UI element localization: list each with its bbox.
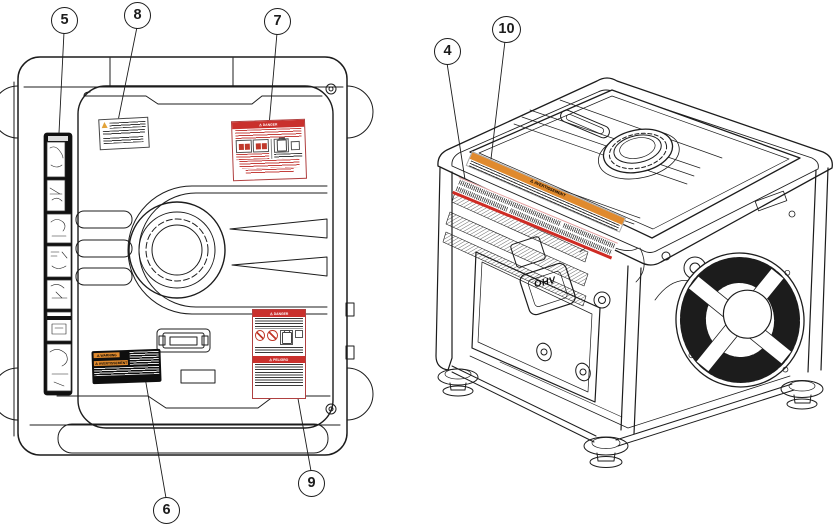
callout-7: 7 xyxy=(264,8,291,35)
panel-screw-bottom xyxy=(325,403,337,415)
callout-9: 9 xyxy=(298,470,325,497)
left-view-side-panel xyxy=(0,56,374,456)
alternator-fan-housing xyxy=(675,252,805,388)
fine-print xyxy=(255,347,303,355)
door-latch xyxy=(536,342,591,382)
callout-4: 4 xyxy=(434,38,461,65)
peligro-header-bar: ⚠ PELIGRO xyxy=(253,356,305,363)
fuel-can-icon xyxy=(279,330,294,345)
danger-header-text: ⚠ DANGER xyxy=(269,311,289,316)
fine-print xyxy=(102,128,146,137)
fuel-cap xyxy=(598,128,680,180)
danger-decal-lower: ⚠ DANGER ⚠ PELIGRO xyxy=(252,309,306,399)
avertissement-header-bar: ⚠ AVERTISSEMENT xyxy=(93,359,128,367)
warning-header-bar: ⚠ WARNING xyxy=(93,352,120,359)
right-view-isometric xyxy=(435,77,833,468)
warning-triangle-icon xyxy=(101,121,108,129)
spark-icon xyxy=(290,140,300,150)
panel-screw-top xyxy=(325,83,337,95)
frame-posts xyxy=(435,167,829,435)
danger-decal-upper: ⚠ DANGER xyxy=(230,118,308,182)
tank-handle-recess xyxy=(560,109,610,139)
notice-decal xyxy=(98,116,150,151)
rubber-foot-left xyxy=(437,368,479,397)
rubber-foot-right xyxy=(780,380,824,410)
spark-icon xyxy=(295,330,303,338)
fine-print xyxy=(255,364,303,386)
warning-header-text: ⚠ WARNING xyxy=(96,352,117,358)
frame-cage-top-ring xyxy=(437,77,833,266)
rubber-foot-front xyxy=(583,436,629,468)
side-access-door xyxy=(471,251,601,403)
fine-print xyxy=(255,318,303,329)
exhaust-hazard-icon xyxy=(235,139,253,154)
panel-latch-handle xyxy=(156,328,211,353)
fine-print xyxy=(103,136,144,145)
callout-5: 5 xyxy=(51,7,78,34)
no-smoking-icon xyxy=(255,330,266,341)
fuel-can-icon xyxy=(273,138,290,153)
pictogram-row xyxy=(253,330,305,347)
fine-print xyxy=(109,120,146,129)
base-frame xyxy=(451,355,795,447)
danger-header-text: ⚠ DANGER xyxy=(258,122,278,127)
avertissement-header-text: ⚠ AVERTISSEMENT xyxy=(94,360,127,366)
fine-print xyxy=(129,350,159,365)
panel-center-ring xyxy=(128,201,226,299)
peligro-header-text: ⚠ PELIGRO xyxy=(269,357,289,362)
exhaust-hazard-icon xyxy=(252,139,270,153)
callout-8: 8 xyxy=(124,2,151,29)
pictogram-row xyxy=(233,138,306,161)
callout-6: 6 xyxy=(153,497,180,524)
start-instruction-strip xyxy=(43,132,73,396)
callout-10: 10 xyxy=(492,16,521,43)
fine-print xyxy=(94,365,160,377)
danger-header-bar: ⚠ DANGER xyxy=(253,310,305,317)
data-plate xyxy=(180,369,216,384)
warning-decal-black: ⚠ WARNING ⚠ AVERTISSEMENT xyxy=(91,348,162,385)
no-flame-icon xyxy=(267,330,278,341)
fine-print xyxy=(245,168,294,174)
fuel-tank-top xyxy=(469,89,801,239)
